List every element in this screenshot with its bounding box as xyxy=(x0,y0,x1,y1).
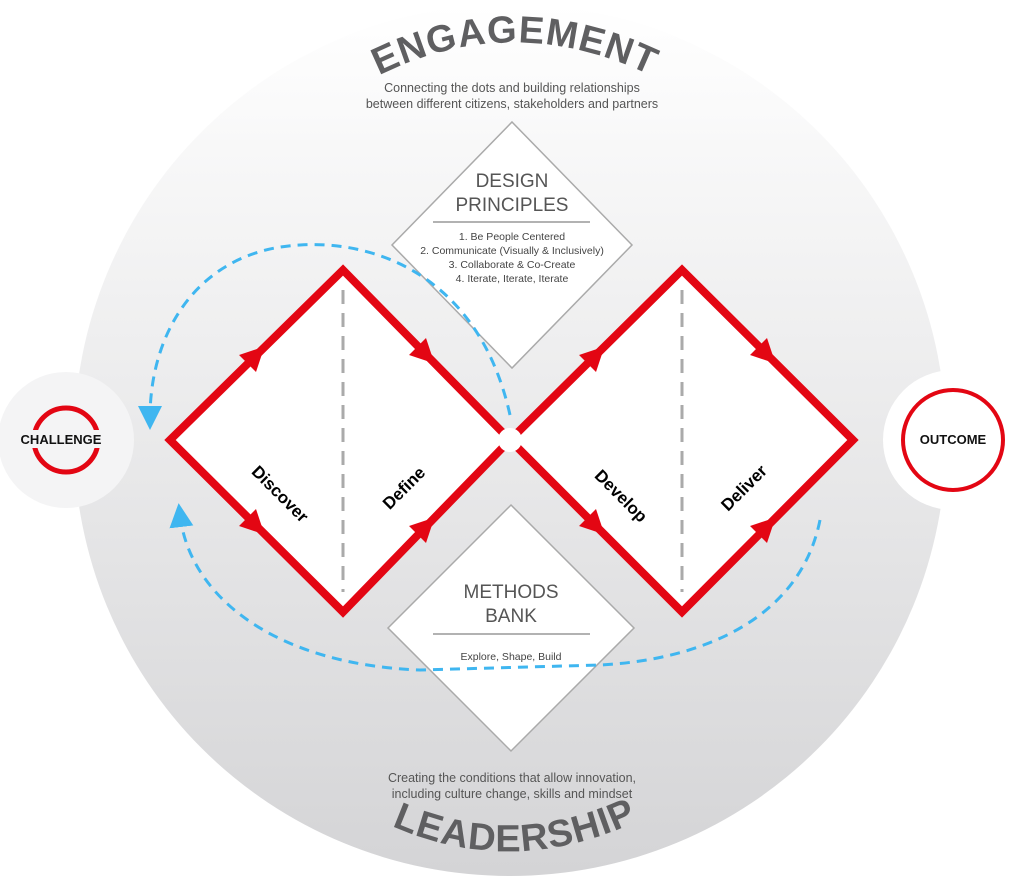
outcome-ring xyxy=(901,388,1005,492)
challenge-label: CHALLENGE xyxy=(21,432,102,447)
leadership-line2: including culture change, skills and min… xyxy=(392,787,633,801)
iteration-arrow-bottom xyxy=(169,503,822,672)
design-principles-diamond xyxy=(390,120,634,370)
engagement-line1: Connecting the dots and building relatio… xyxy=(384,81,640,95)
arrow-head-icon xyxy=(239,346,265,372)
principle-4: 4. Iterate, Iterate, Iterate xyxy=(456,273,569,285)
engagement-line2: between different citizens, stakeholders… xyxy=(366,97,658,111)
leadership-line1: Creating the conditions that allow innov… xyxy=(388,771,636,785)
methods-bank-title-1: METHODS xyxy=(464,582,559,603)
arrow-head-icon xyxy=(409,338,435,364)
methods-bank-subtitle: Explore, Shape, Build xyxy=(461,651,562,663)
challenge-label-bg xyxy=(22,430,122,448)
methods-bank-title-2: BANK xyxy=(485,606,537,627)
outcome-label: OUTCOME xyxy=(920,432,987,447)
diamonds: Discover Define Develop Deliver xyxy=(164,264,859,618)
principle-2: 2. Communicate (Visually & Inclusively) xyxy=(420,245,604,257)
design-principles-title-2: PRINCIPLES xyxy=(456,195,569,216)
design-principles-title-1: DESIGN xyxy=(476,171,549,192)
iteration-arrow-top xyxy=(138,243,512,430)
center-node xyxy=(498,428,522,452)
principle-3: 3. Collaborate & Co-Create xyxy=(449,259,576,271)
principle-1: 1. Be People Centered xyxy=(459,231,565,243)
methods-bank-diamond xyxy=(386,503,636,753)
